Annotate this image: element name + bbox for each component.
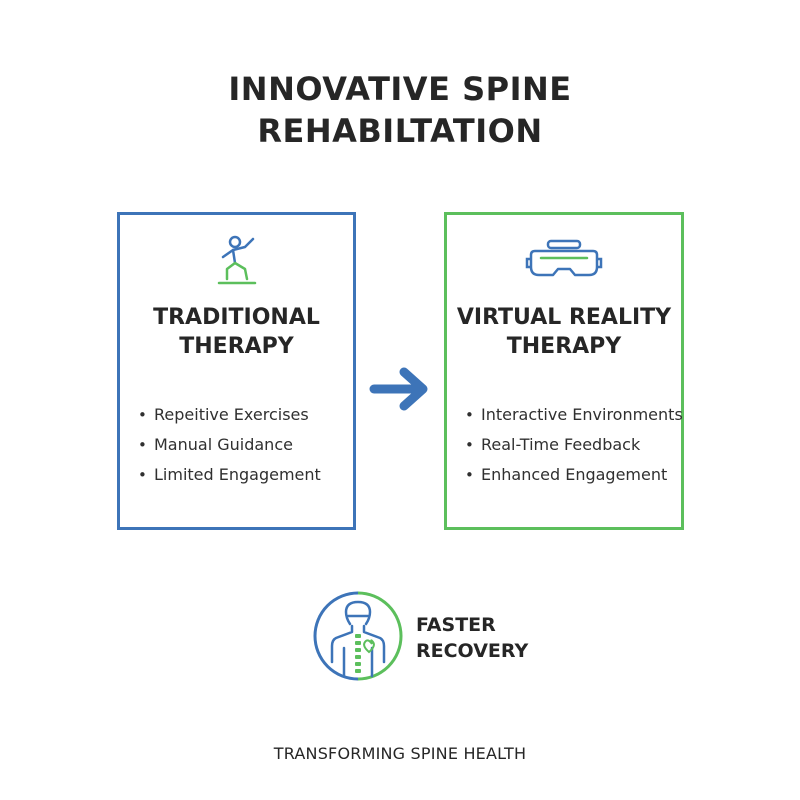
title-line-1: INNOVATIVE SPINE [228, 70, 572, 108]
list-item: Interactive Environments [465, 400, 683, 430]
heading-line-1: VIRTUAL REALITY [456, 305, 672, 330]
traditional-therapy-list: Repeitive Exercises Manual Guidance Limi… [138, 400, 321, 490]
page-title: INNOVATIVE SPINE REHABILTATION [0, 68, 800, 152]
heading-line-2: THERAPY [179, 334, 294, 359]
heading-line-1: TRADITIONAL [153, 305, 320, 330]
outcome-line-2: RECOVERY [416, 640, 529, 662]
outcome-label: FASTER RECOVERY [416, 612, 528, 664]
traditional-therapy-panel: TRADITIONAL THERAPY Repeitive Exercises … [117, 212, 356, 530]
list-item: Repeitive Exercises [138, 400, 321, 430]
list-item: Enhanced Engagement [465, 460, 683, 490]
vr-headset-icon [525, 239, 603, 277]
outcome-line-1: FASTER [416, 614, 496, 636]
exercise-figure-icon [217, 235, 256, 285]
vr-therapy-heading: VIRTUAL REALITY THERAPY [447, 303, 681, 361]
heading-line-2: THERAPY [506, 334, 622, 359]
list-item: Real-Time Feedback [465, 430, 683, 460]
arrow-right-icon [369, 367, 428, 411]
vr-therapy-list: Interactive Environments Real-Time Feedb… [465, 400, 683, 490]
footer-tagline: TRANSFORMING SPINE HEALTH [273, 744, 527, 763]
vr-therapy-panel: VIRTUAL REALITY THERAPY Interactive Envi… [444, 212, 684, 530]
list-item: Limited Engagement [138, 460, 321, 490]
title-line-2: REHABILTATION [257, 112, 543, 150]
spine-body-icon [313, 591, 403, 681]
traditional-therapy-heading: TRADITIONAL THERAPY [120, 303, 353, 361]
list-item: Manual Guidance [138, 430, 321, 460]
